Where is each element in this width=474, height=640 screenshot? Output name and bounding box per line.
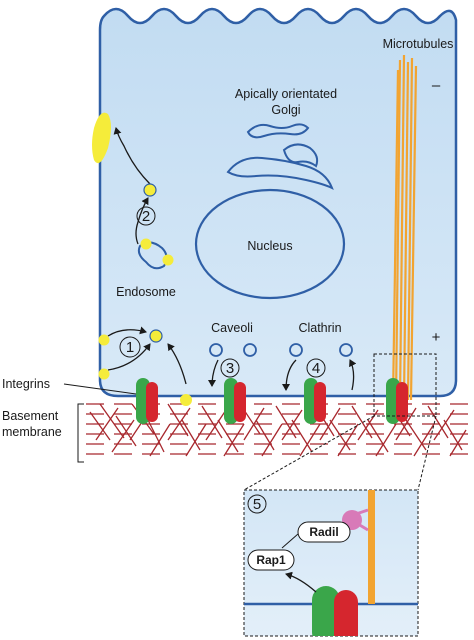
endosome-to-vesicle-arrow <box>135 197 149 245</box>
vesicle <box>143 183 157 197</box>
cell-body <box>98 7 458 398</box>
step-1-badge <box>119 336 141 358</box>
integrin-receptor <box>136 378 158 424</box>
nucleus-label: Nucleus <box>247 239 292 253</box>
step-3-label: 3 <box>226 360 234 377</box>
apical-cargo-patch <box>92 112 111 164</box>
rap1-box <box>247 549 295 571</box>
integrin-receptor <box>386 378 408 424</box>
clathrin-label: Clathrin <box>298 321 341 335</box>
integrin-receptor <box>304 378 326 424</box>
vesicle <box>98 334 110 346</box>
step-5-label: 5 <box>253 496 261 513</box>
endosome-label: Endosome <box>116 285 176 299</box>
endosome-compartment <box>137 241 168 270</box>
zoom-guide <box>417 415 437 491</box>
integrin-receptor <box>312 586 358 636</box>
basement-label-line1: Basement <box>2 409 59 423</box>
transcytosis-arrow <box>113 127 151 185</box>
golgi-label-line2: Golgi <box>271 103 300 117</box>
basement-membrane-mesh <box>86 403 470 457</box>
step-1-label: 1 <box>126 339 134 356</box>
vesicle <box>162 254 174 266</box>
step-1-arrow-up <box>167 343 187 385</box>
rap1-label: Rap1 <box>256 553 286 567</box>
step-4-label: 4 <box>312 360 320 377</box>
step-4-arrow-left <box>282 359 297 391</box>
clathrin-vesicle <box>339 343 353 357</box>
plus-end-label: + <box>432 329 441 346</box>
minus-end-label: – <box>432 77 441 94</box>
microtubules <box>391 54 418 401</box>
integrin-receptor <box>224 378 246 424</box>
integrin-to-rap1-arrow <box>285 571 317 593</box>
radil-link <box>355 508 369 516</box>
integrins-pointer <box>63 383 137 395</box>
zoom-region-box <box>373 353 437 417</box>
nucleus <box>194 188 346 300</box>
microtubules-label: Microtubules <box>383 37 454 51</box>
vesicle <box>180 394 192 406</box>
integrins-label: Integrins <box>2 377 50 391</box>
golgi-label-line1: Apically orientated <box>235 87 337 101</box>
caveolar-vesicle <box>243 343 257 357</box>
golgi <box>226 123 334 191</box>
step-4-badge <box>306 358 326 378</box>
step-1-arrow-upper <box>107 326 147 337</box>
step-3-badge <box>220 358 240 378</box>
inset-microtubule <box>368 490 375 604</box>
radil-link <box>357 522 369 532</box>
step-3-arrow <box>208 359 219 387</box>
vesicle <box>98 368 110 380</box>
basement-label-line2: membrane <box>2 425 62 439</box>
radil-box <box>297 521 351 543</box>
radil-label: Radil <box>309 525 338 539</box>
clathrin-vesicle <box>289 343 303 357</box>
step-2-badge <box>136 206 156 226</box>
step-1-arrow-lower <box>107 343 151 371</box>
radil-connector <box>281 533 299 549</box>
vesicle <box>149 329 163 343</box>
step-5-badge <box>247 494 267 514</box>
zoom-inset: 5 Radil Rap1 <box>243 489 419 637</box>
caveolar-vesicle <box>209 343 223 357</box>
basement-bracket <box>77 403 84 463</box>
vesicle <box>140 238 152 250</box>
step-4-arrow-right <box>349 359 357 391</box>
step-2-label: 2 <box>142 208 150 225</box>
caveoli-label: Caveoli <box>211 321 253 335</box>
